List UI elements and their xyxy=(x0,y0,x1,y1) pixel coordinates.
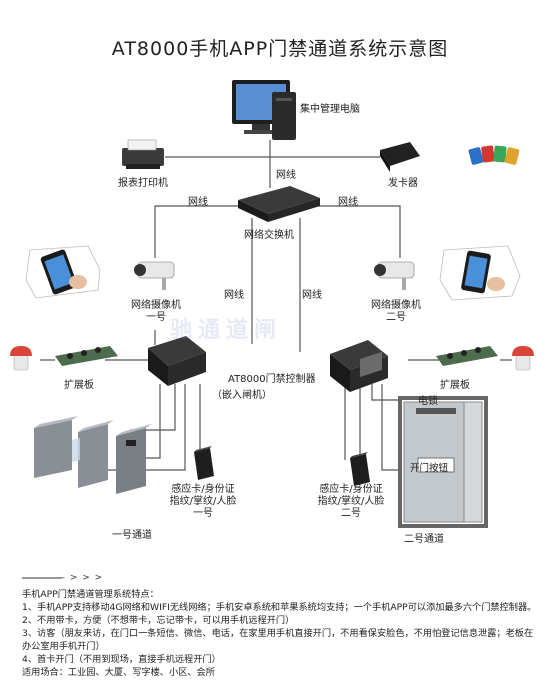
card-issuer-icon xyxy=(380,142,420,172)
embedded-label: （嵌入闸机） xyxy=(212,390,272,401)
notes-arrow: —— > > > xyxy=(46,573,104,583)
net-label-top: 网线 xyxy=(276,170,296,181)
cards-icon xyxy=(468,145,520,165)
net-label-mid-left: 网线 xyxy=(224,290,244,301)
controller-label: AT8000门禁控制器 xyxy=(228,374,316,385)
central-pc-icon xyxy=(232,80,296,140)
channel-2-label: 二号通道 xyxy=(404,534,444,545)
open-button-label: 开门按钮 xyxy=(410,463,449,474)
notes-item: 3、访客（朋友来访，在门口一条短信、微信、电话，在家里用手机直接开门，不用看保安… xyxy=(22,628,534,652)
phone-right-icon xyxy=(439,245,521,301)
printer-label: 报表打印机 xyxy=(118,178,168,189)
door-icon xyxy=(398,396,488,528)
net-label-right: 网线 xyxy=(338,197,358,208)
page-title: AT8000手机APP门禁通道系统示意图 xyxy=(111,38,449,60)
notes-item: 4、首卡开门（不用到现场，直接手机远程开门） xyxy=(22,654,221,665)
controller-right-icon xyxy=(330,340,388,392)
expansion-left-label: 扩展板 xyxy=(64,380,94,391)
camera-1-icon xyxy=(134,261,175,290)
printer-icon xyxy=(122,139,164,169)
electric-lock-label: 电锁 xyxy=(418,396,438,407)
controller-left-icon xyxy=(148,336,206,386)
alarm-right-icon xyxy=(512,346,534,371)
notes-item: 1、手机APP支持移动4G网络和WIFI无线网络；手机安卓系统和苹果系统均支持；… xyxy=(22,602,537,613)
phone-left-icon xyxy=(25,245,101,299)
central-pc-label: 集中管理电脑 xyxy=(300,104,360,115)
expansion-right-label: 扩展板 xyxy=(440,380,470,391)
notes-heading: 手机APP门禁通道管理系统特点： xyxy=(22,589,159,600)
camera-2-label: 网络摄像机 二号 xyxy=(371,300,421,323)
turnstile-icon xyxy=(34,416,152,494)
card-issuer-label: 发卡器 xyxy=(388,178,418,189)
notes-item: 适用场合：工业园、大厦、写字楼、小区、会所 xyxy=(22,667,215,678)
channel-1-label: 一号通道 xyxy=(112,530,152,541)
alarm-left-icon xyxy=(10,346,32,371)
camera-1-label: 网络摄像机 一号 xyxy=(131,300,181,323)
expansion-board-left-icon xyxy=(55,346,118,366)
net-label-left: 网线 xyxy=(188,197,208,208)
reader-2-label: 感应卡/身份证 指纹/掌纹/人脸 二号 xyxy=(317,484,385,519)
network-switch-icon xyxy=(238,186,320,222)
watermark: 驰通道闸 xyxy=(170,318,283,343)
features-notes: —— > > > 手机APP门禁通道管理系统特点： 1、手机APP支持移动4G网… xyxy=(22,573,542,679)
net-label-mid-right: 网线 xyxy=(302,290,322,301)
camera-2-icon xyxy=(374,261,415,290)
reader-1-label: 感应卡/身份证 指纹/掌纹/人脸 一号 xyxy=(169,484,237,519)
reader-1-icon xyxy=(194,446,214,480)
reader-2-icon xyxy=(350,452,370,486)
expansion-board-right-icon xyxy=(436,346,498,366)
notes-item: 2、不用带卡，方便（不想带卡，忘记带卡，可以用手机远程开门） xyxy=(22,615,295,626)
network-switch-label: 网络交换机 xyxy=(244,230,294,241)
